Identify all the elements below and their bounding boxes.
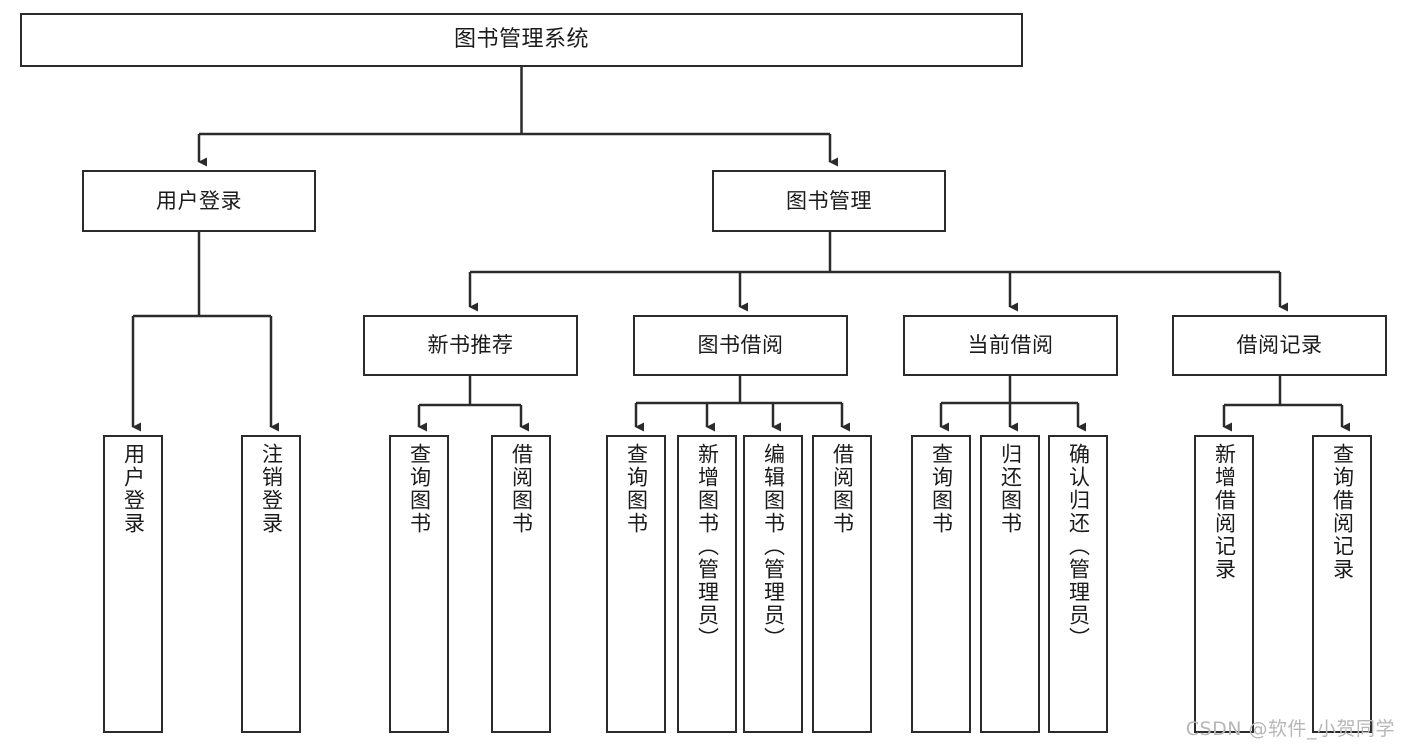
node-label: 查询图书: [624, 443, 649, 535]
node-current-borrow[interactable]: 当前借阅: [903, 315, 1118, 376]
node-new-book-recommend[interactable]: 新书推荐: [363, 315, 578, 376]
node-label: 借阅记录: [1236, 333, 1323, 358]
connector-group-user-login: [131, 232, 279, 432]
node-label: 图书管理: [786, 188, 872, 213]
node-label: 归还图书: [998, 443, 1023, 535]
leaf-query-book-borrow[interactable]: 查询图书: [606, 435, 666, 733]
node-label: 新书推荐: [427, 333, 514, 358]
connector-group-book-management: [468, 232, 1288, 312]
leaf-logout-login[interactable]: 注销登录: [241, 435, 301, 733]
connector-group-new-book: [417, 376, 529, 432]
node-label: 查询图书: [929, 443, 954, 535]
node-label: 确认归还（管理员）: [1066, 443, 1091, 650]
leaf-confirm-return-admin[interactable]: 确认归还（管理员）: [1048, 435, 1108, 733]
leaf-user-login[interactable]: 用户登录: [103, 435, 163, 733]
leaf-return-book[interactable]: 归还图书: [980, 435, 1040, 733]
node-label: 注销登录: [259, 443, 284, 535]
node-label: 借阅图书: [830, 443, 855, 535]
node-borrow-record[interactable]: 借阅记录: [1172, 315, 1387, 376]
leaf-borrow-book[interactable]: 借阅图书: [812, 435, 872, 733]
leaf-query-book-recommend[interactable]: 查询图书: [389, 435, 449, 733]
node-label: 当前借阅: [967, 333, 1054, 358]
leaf-add-borrow-record[interactable]: 新增借阅记录: [1194, 435, 1254, 733]
connector-group-root: [197, 67, 838, 167]
leaf-edit-book-admin[interactable]: 编辑图书（管理员）: [743, 435, 803, 733]
node-label: 新增借阅记录: [1212, 443, 1237, 581]
node-book-management[interactable]: 图书管理: [712, 170, 946, 232]
node-label: 图书管理系统: [453, 27, 589, 53]
leaf-borrow-book-recommend[interactable]: 借阅图书: [491, 435, 551, 733]
connector-group-current-borrow: [939, 376, 1086, 432]
node-label: 新增图书（管理员）: [695, 443, 720, 650]
leaf-query-borrow-record[interactable]: 查询借阅记录: [1312, 435, 1372, 733]
node-label: 用户登录: [121, 443, 146, 535]
node-label: 借阅图书: [509, 443, 534, 535]
node-user-login[interactable]: 用户登录: [82, 170, 316, 232]
node-label: 图书借阅: [697, 333, 784, 358]
leaf-query-book-current[interactable]: 查询图书: [911, 435, 971, 733]
connector-group-borrow-record: [1222, 376, 1350, 432]
node-label: 用户登录: [156, 188, 242, 213]
node-label: 查询借阅记录: [1330, 443, 1355, 581]
node-label: 查询图书: [407, 443, 432, 535]
node-book-borrow[interactable]: 图书借阅: [633, 315, 848, 376]
connector-group-book-borrow: [634, 376, 850, 432]
node-root-book-management-system[interactable]: 图书管理系统: [20, 13, 1023, 67]
node-label: 编辑图书（管理员）: [761, 443, 786, 650]
leaf-add-book-admin[interactable]: 新增图书（管理员）: [677, 435, 737, 733]
